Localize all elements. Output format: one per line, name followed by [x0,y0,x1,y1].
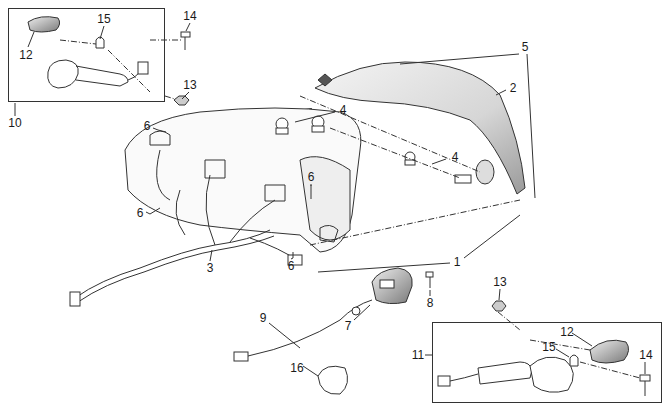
callout-number: 4 [339,103,348,117]
inset-box: 1215 14 [432,322,662,403]
callout-number: 8 [426,296,435,310]
callout-number: 2 [509,81,518,95]
callout-number: 6 [143,119,152,133]
callout-number: 3 [206,261,215,275]
callout-number: 7 [344,319,353,333]
callout-number: 14 [638,348,653,362]
callout-number: 1 [453,255,462,269]
callout-number: 15 [96,12,111,26]
callout-number: 11 [411,348,425,362]
callout-number: 10 [7,116,22,130]
callout-number: 9 [259,311,268,325]
callout-number: 14 [182,9,197,23]
callout-number: 16 [289,361,304,375]
callout-number: 6 [136,206,145,220]
callout-number: 6 [287,259,296,273]
callout-number: 12 [18,48,33,62]
callout-number: 5 [521,40,530,54]
callout-number: 6 [307,170,316,184]
callout-number: 13 [182,78,197,92]
callout-number: 13 [492,275,507,289]
inset-box: 1512 [8,8,165,102]
callout-number: 4 [451,150,460,164]
callout-number: 15 [541,340,556,354]
callout-number: 12 [559,325,574,339]
